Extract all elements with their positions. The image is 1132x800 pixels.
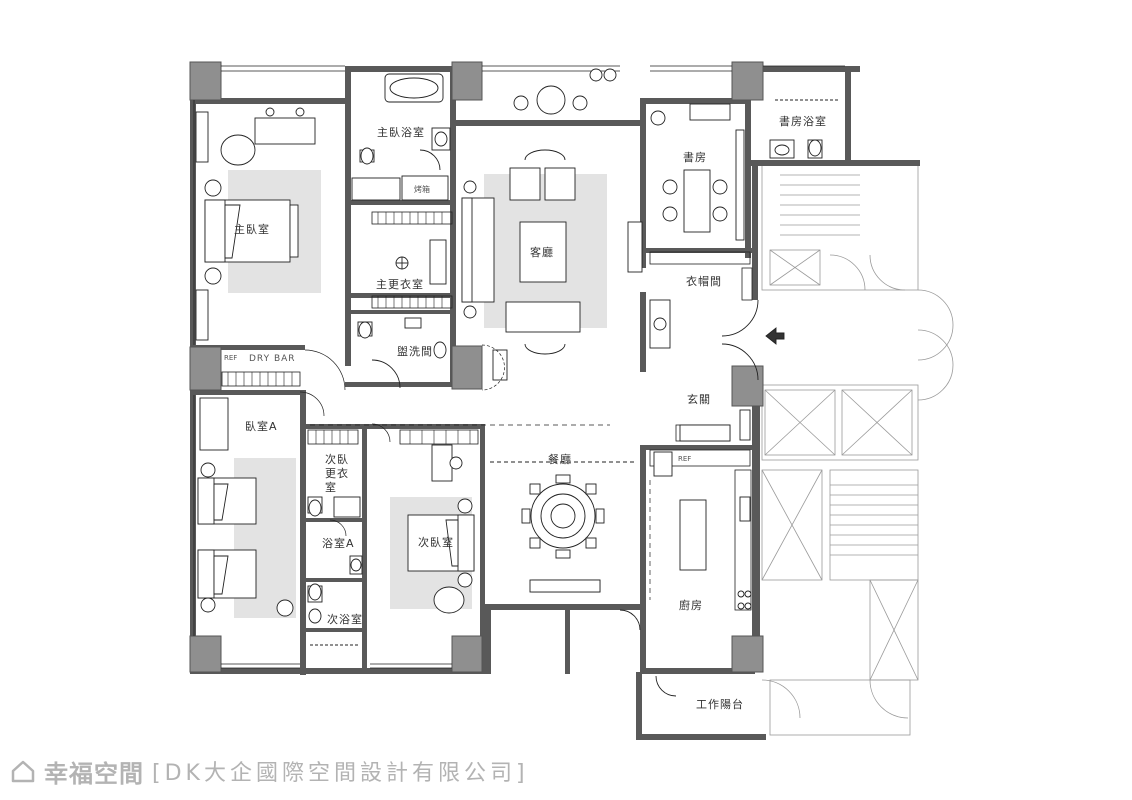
- master-armchair: [220, 134, 256, 166]
- master-desk: [254, 117, 316, 145]
- room-label-service-balcony: 工作陽台: [696, 698, 744, 711]
- door-swings: [299, 344, 651, 600]
- neighbor-core: [761, 164, 954, 736]
- study-toilet: [808, 139, 822, 157]
- room-label-bedroom-a: 臥室A: [245, 420, 278, 433]
- room-label-living-room: 客廳: [530, 246, 554, 259]
- master-bath-fixtures: [351, 73, 451, 201]
- study-desk: [683, 169, 711, 233]
- watermark-brand: 幸福空間: [44, 759, 144, 788]
- label-dry-bar: DRY BAR: [249, 354, 296, 364]
- closet-fixtures: [357, 239, 447, 389]
- kitchen-island: [679, 499, 707, 571]
- label-oven: 烤箱: [414, 185, 430, 194]
- room-label-bath-a: 浴室A: [322, 537, 355, 550]
- watermark-company: [DK大企國際空間設計有限公司]: [152, 761, 529, 786]
- second-bedroom-armchair: [433, 586, 465, 614]
- powder-toilet: [358, 321, 372, 339]
- room-label-kitchen: 廚房: [679, 599, 703, 612]
- bath-a-fixtures: [307, 496, 363, 646]
- room-label-master-closet: 主更衣室: [376, 278, 424, 291]
- house-logo-icon: [11, 760, 35, 783]
- neighbor-stairs: [780, 174, 918, 556]
- bedroom-a-furniture: [197, 397, 294, 617]
- balcony-table: [536, 85, 566, 115]
- room-label-second-bath: 次浴室: [327, 613, 363, 626]
- room-label-entrance: 玄關: [687, 393, 711, 406]
- master-bedroom-furniture: [195, 107, 316, 341]
- study-furniture: [649, 103, 745, 349]
- walls: [190, 62, 920, 740]
- cabinets: [221, 211, 753, 611]
- label-ref-kitchen: REF: [678, 455, 692, 463]
- label-ref-bar: REF: [224, 354, 238, 362]
- study-bath-fixtures: [769, 99, 840, 159]
- second-bedroom-furniture: [407, 444, 475, 614]
- master-toilet: [360, 147, 374, 165]
- room-label-dining-room: 餐廳: [548, 453, 572, 466]
- living-room-furniture: [461, 68, 643, 381]
- kitchen-fixtures: [619, 451, 752, 697]
- entrance-arrow: [765, 327, 785, 345]
- windows: [193, 65, 845, 669]
- living-sofa-bottom: [505, 301, 581, 333]
- cabinet-hatching: [227, 212, 471, 444]
- second-bath-toilet: [308, 583, 322, 601]
- columns: [189, 61, 764, 673]
- bath-a-toilet: [308, 499, 322, 517]
- room-label-study: 書房: [683, 151, 707, 164]
- room-label-storage: 衣帽間: [686, 275, 722, 288]
- armchair-top-left: [509, 167, 541, 201]
- dining-furniture: [490, 461, 635, 593]
- watermark: 幸福空間 [DK大企國際空間設計有限公司]: [10, 756, 529, 788]
- room-label-second-bedroom: 次臥室: [418, 536, 454, 549]
- armchair-top-right: [544, 167, 576, 201]
- room-label-second-closet: 次臥更衣室: [325, 453, 349, 494]
- room-label-study-bath: 書房浴室: [779, 115, 827, 128]
- living-coffee-table: [519, 221, 567, 283]
- entrance-area: [679, 299, 785, 442]
- room-label-master-bedroom: 主臥室: [234, 223, 270, 236]
- room-label-master-bath: 主臥浴室: [377, 126, 425, 139]
- room-label-powder-room: 盥洗間: [397, 345, 433, 358]
